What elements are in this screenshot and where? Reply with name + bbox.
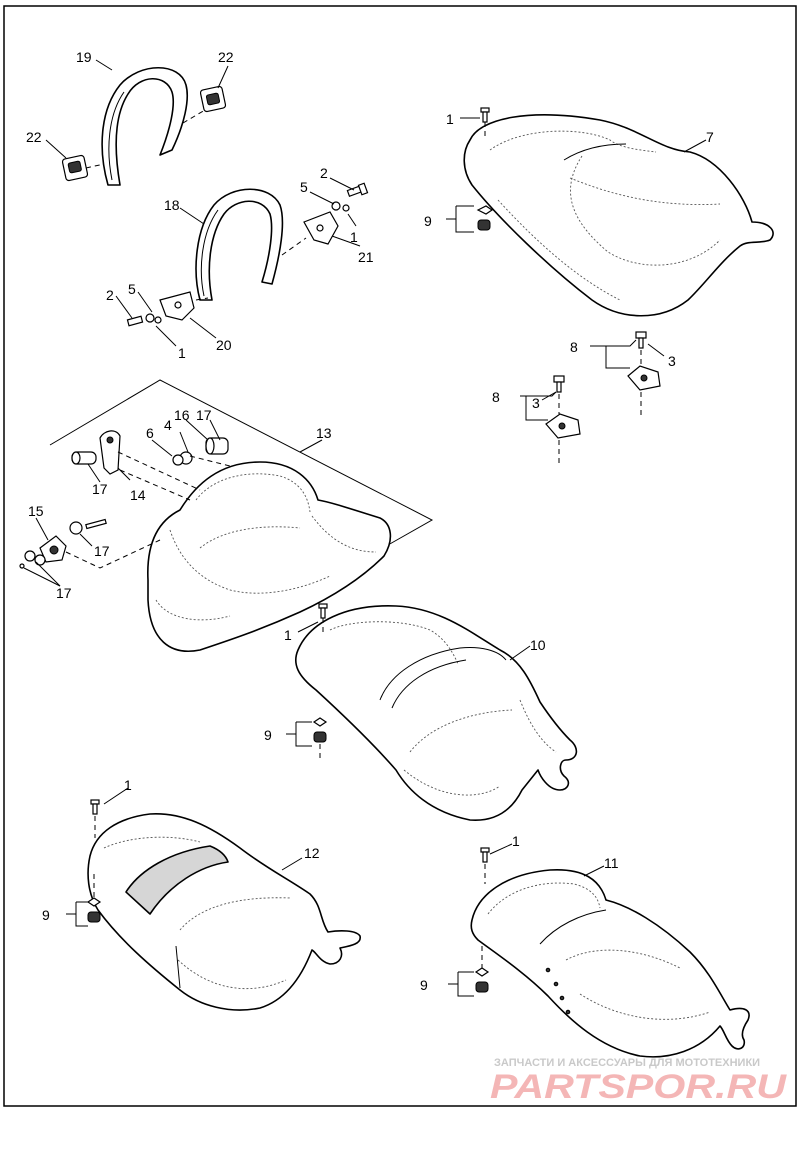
callout-22-right: 22 (218, 49, 234, 65)
callout-17-left: 17 (92, 481, 108, 497)
callout-3-upper: 3 (668, 353, 676, 369)
bracket-14 (99, 430, 121, 475)
callout-2-upper: 2 (320, 165, 328, 181)
callout-4: 4 (164, 417, 172, 433)
callout-22-left: 22 (26, 129, 42, 145)
seat-13 (147, 461, 392, 652)
washer-5-lower (145, 313, 155, 323)
callout-1-upper: 1 (350, 229, 358, 245)
callout-18: 18 (164, 197, 180, 213)
callout-9-seat11: 9 (420, 977, 428, 993)
knob-16 (205, 437, 229, 455)
callout-10: 10 (530, 637, 546, 653)
callout-8-lower: 8 (492, 389, 500, 405)
callout-15: 15 (28, 503, 44, 519)
callout-17-bottom: 17 (56, 585, 72, 601)
washer-17-a (69, 521, 83, 535)
nut-1-lower (154, 316, 162, 324)
seat-10 (294, 605, 578, 821)
callout-9-seat10: 9 (264, 727, 272, 743)
diagram-border (3, 5, 797, 1107)
callout-7: 7 (706, 129, 714, 145)
bolt-2-upper (346, 182, 369, 197)
callout-6: 6 (146, 425, 154, 441)
seat-11 (470, 869, 750, 1058)
callout-17-top: 17 (196, 407, 212, 423)
callout-20: 20 (216, 337, 232, 353)
callout-5-lower: 5 (128, 281, 136, 297)
callout-13: 13 (316, 425, 332, 441)
callout-3-lower: 3 (532, 395, 540, 411)
bushing-17-left (71, 451, 97, 465)
nut-9-seat12 (86, 897, 102, 923)
backrest-group-bracket (49, 379, 434, 546)
callout-1-seat10: 1 (284, 627, 292, 643)
clip-22-right (199, 85, 227, 113)
sissy-bar-upright-18 (195, 188, 284, 301)
bolt-2-lower (126, 315, 144, 327)
nut-9-seat11 (474, 967, 490, 993)
callout-9-seat12: 9 (42, 907, 50, 923)
washer-17-b (24, 550, 36, 562)
sissy-bar-upright-19 (101, 66, 189, 186)
callout-2-lower: 2 (106, 287, 114, 303)
clip-22-left (61, 154, 89, 182)
callout-1-lower: 1 (178, 345, 186, 361)
callout-1-seat12: 1 (124, 777, 132, 793)
clip-3-lower (545, 375, 581, 439)
bracket-21 (303, 211, 339, 245)
callout-21: 21 (358, 249, 374, 265)
callout-1-seat7: 1 (446, 111, 454, 127)
callout-1-seat11: 1 (512, 833, 520, 849)
seat-12 (87, 813, 361, 1011)
callout-9-seat7: 9 (424, 213, 432, 229)
watermark-brand: PARTSPOR.RU (490, 1068, 788, 1106)
seat-7 (463, 114, 774, 317)
nut-9-seat10 (312, 717, 328, 743)
screw-1-seat12 (90, 799, 100, 815)
callout-11: 11 (604, 855, 619, 871)
screw-1-seat7 (480, 107, 490, 123)
callout-14: 14 (130, 487, 146, 503)
callout-17-mid: 17 (94, 543, 110, 559)
washer-17-c (34, 554, 46, 566)
nut-9-seat7 (476, 205, 494, 231)
screw-1-seat11 (480, 847, 490, 863)
clip-3-upper (627, 331, 661, 391)
callout-16: 16 (174, 407, 190, 423)
callout-12: 12 (304, 845, 320, 861)
screw-1-seat10 (318, 603, 328, 619)
watermark-tagline: ЗАПЧАСТИ И АКСЕССУАРЫ ДЛЯ МОТОТЕХНИКИ (494, 1057, 760, 1069)
pin-17 (85, 518, 107, 530)
nut-1-upper (342, 204, 350, 212)
nut-6 (172, 454, 184, 466)
callout-8-upper: 8 (570, 339, 578, 355)
callout-19: 19 (76, 49, 92, 65)
callout-5-upper: 5 (300, 179, 308, 195)
bracket-20 (159, 291, 195, 321)
ring-17 (19, 563, 25, 569)
